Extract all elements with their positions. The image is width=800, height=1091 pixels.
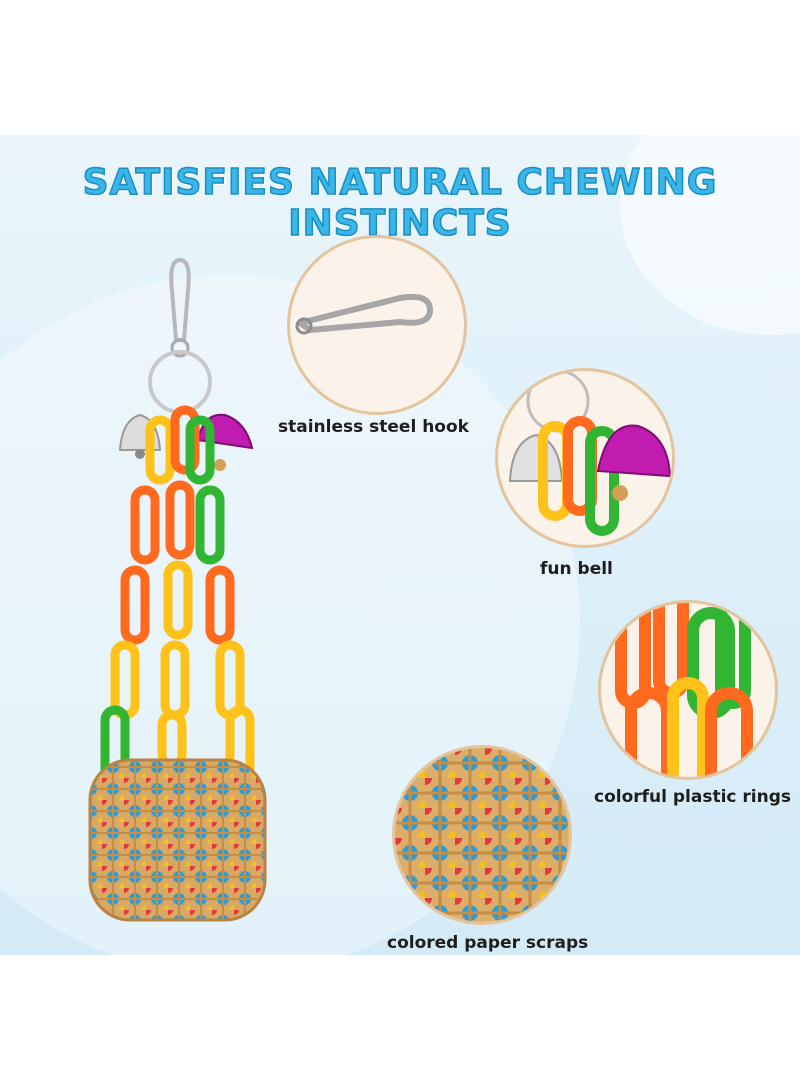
callout-label: stainless steel hook <box>278 417 469 437</box>
callout-label: fun bell <box>540 559 613 579</box>
headline: SATISFIES NATURAL CHEWING INSTINCTS <box>82 161 718 245</box>
steel-hook-icon <box>295 293 433 335</box>
product-illustration <box>88 257 267 922</box>
hook-detail-circle <box>287 235 467 415</box>
bell-detail-circle <box>495 368 675 548</box>
paper-scraps-icon <box>395 748 569 922</box>
plastic-rings-icon <box>615 603 753 777</box>
callout-label: colorful plastic rings <box>594 787 792 807</box>
bell-icon <box>508 371 672 536</box>
basket-detail-circle <box>392 745 572 925</box>
rings-detail-circle <box>598 600 778 780</box>
callout-label: colored paper scraps <box>387 933 589 953</box>
